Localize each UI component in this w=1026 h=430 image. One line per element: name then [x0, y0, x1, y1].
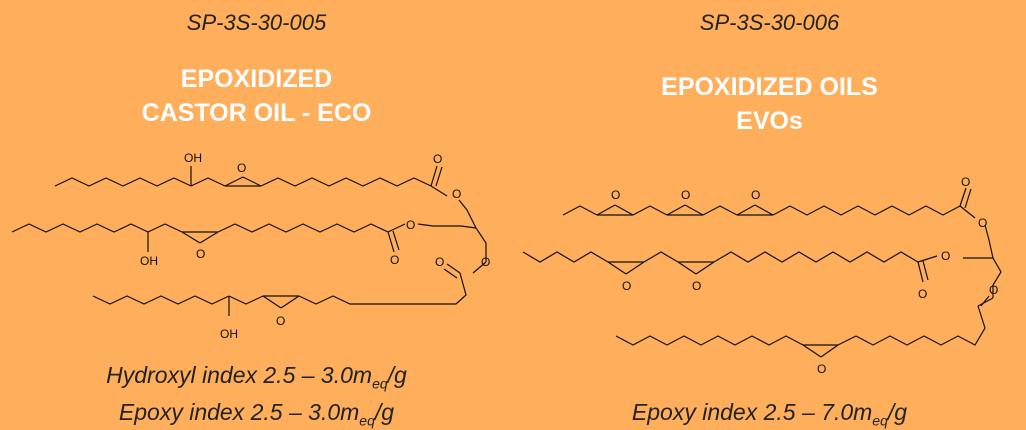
- ester-oxygen-label: O: [941, 249, 950, 263]
- ester-oxygen-label: O: [452, 187, 461, 201]
- ester-oxygen-label: O: [989, 283, 998, 297]
- epoxidized-oil-structure: O O O O O O O O O O O O: [522, 175, 1002, 376]
- epoxide-oxygen-label: O: [692, 279, 701, 293]
- product-code: SP-3S-30-005: [186, 10, 327, 35]
- title-line-1: EPOXIDIZED: [180, 65, 333, 93]
- product-title: EPOXIDIZED CASTOR OIL - ECO: [0, 62, 513, 130]
- ester-oxygen-label: O: [978, 216, 987, 230]
- epoxide-oxygen-label: O: [622, 279, 631, 293]
- carbonyl-oxygen-label: O: [433, 152, 442, 166]
- epoxide-oxygen-label: O: [196, 247, 205, 261]
- carbonyl-oxygen-label: O: [435, 255, 444, 269]
- right-panel: SP-3S-30-006 EPOXIDIZED OILS EVOs: [513, 0, 1026, 430]
- castor-oil-structure: OH O O O O OH O O O O O OH: [11, 151, 490, 341]
- ester-oxygen-label: O: [481, 255, 490, 269]
- product-code: SP-3S-30-006: [699, 10, 840, 35]
- title-line-2: CASTOR OIL - ECO: [141, 99, 372, 127]
- epoxy-index: Epoxy index 2.5 – 7.0meq/g: [631, 399, 908, 429]
- epoxide-oxygen-label: O: [751, 188, 760, 202]
- epoxide-oxygen-label: O: [276, 314, 285, 328]
- ester-oxygen-label: O: [406, 218, 415, 232]
- epoxide-oxygen-label: O: [237, 161, 246, 175]
- hydroxyl-label: OH: [220, 327, 238, 341]
- epoxide-oxygen-label: O: [611, 188, 620, 202]
- title-line-2: EVOs: [736, 107, 803, 135]
- hydroxyl-label: OH: [184, 151, 202, 165]
- carbonyl-oxygen-label: O: [390, 253, 399, 267]
- hydroxyl-index: Hydroxyl index 2.5 – 3.0meq/g: [106, 362, 407, 392]
- epoxy-index: Epoxy index 2.5 – 3.0meq/g: [118, 399, 395, 429]
- carbonyl-oxygen-label: O: [918, 287, 927, 301]
- epoxide-oxygen-label: O: [681, 188, 690, 202]
- epoxide-oxygen-label: O: [817, 362, 826, 376]
- title-line-1: EPOXIDIZED OILS: [661, 73, 878, 101]
- product-title: EPOXIDIZED OILS EVOs: [513, 70, 1026, 138]
- hydroxyl-label: OH: [140, 254, 158, 268]
- carbonyl-oxygen-label: O: [961, 175, 970, 189]
- left-panel: SP-3S-30-005 EPOXIDIZED CASTOR OIL - ECO: [0, 10, 513, 429]
